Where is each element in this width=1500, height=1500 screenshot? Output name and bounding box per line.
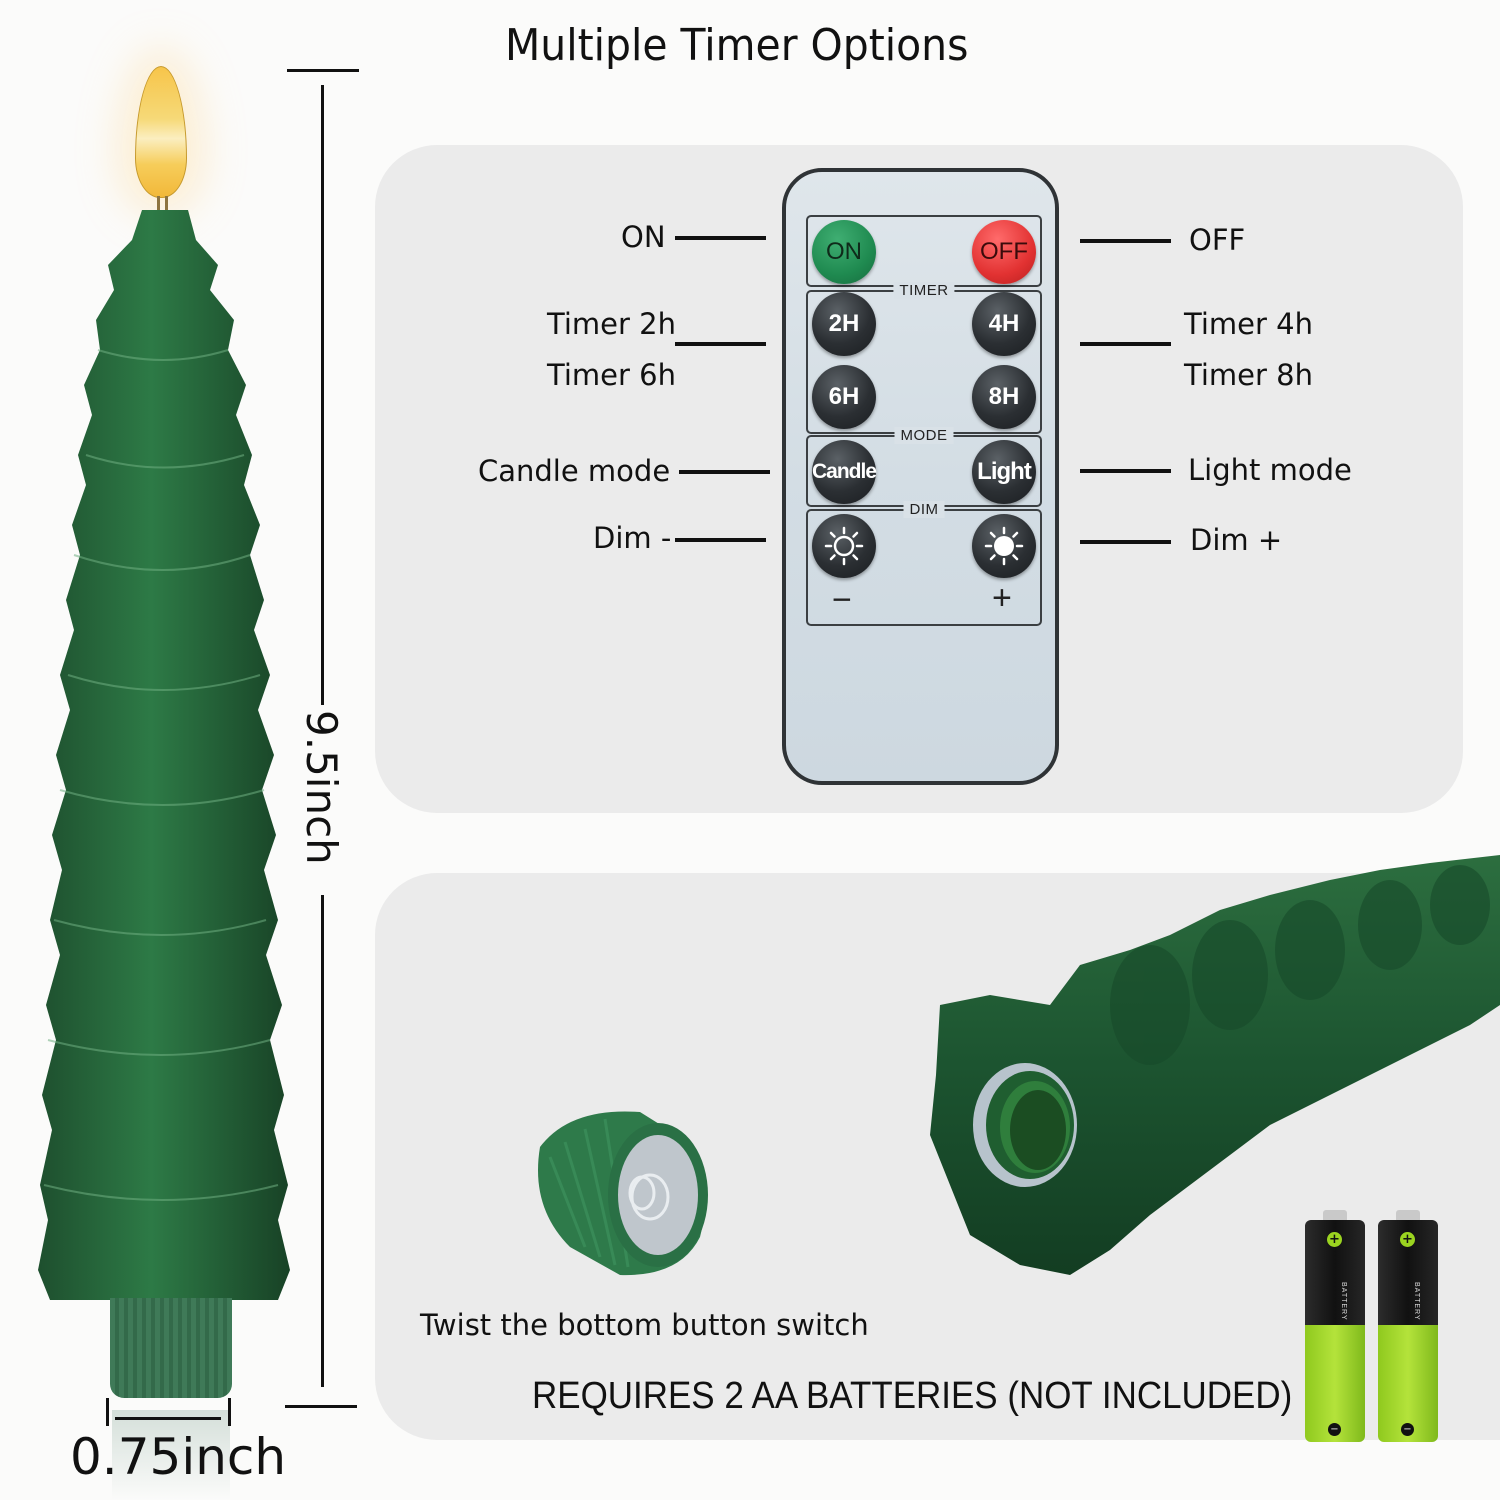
sun-filled-icon [984, 526, 1024, 566]
callout-timer-6h: Timer 6h [547, 358, 676, 392]
dimension-cap [228, 1398, 231, 1426]
leader-line [1080, 540, 1171, 544]
height-label: 9.5inch [297, 710, 346, 865]
dim-plus-button[interactable] [972, 514, 1036, 578]
candle-mode-button[interactable]: Candle [812, 440, 877, 504]
leader-line [675, 538, 766, 542]
aa-battery: + BATTERY − [1305, 1210, 1365, 1442]
callout-dim-minus: Dim - [593, 521, 672, 555]
wick-icon [165, 196, 168, 214]
callout-candle-mode: Candle mode [478, 454, 671, 488]
mode-group: MODE Candle Light [806, 427, 1042, 507]
off-button[interactable]: OFF [972, 220, 1036, 284]
dimension-line [321, 85, 324, 705]
power-group: ON OFF [806, 215, 1042, 287]
battery-brand: BATTERY [1413, 1282, 1420, 1321]
timer-2h-button[interactable]: 2H [812, 292, 876, 356]
battery-requirement: REQUIRES 2 AA BATTERIES (NOT INCLUDED) [532, 1375, 1293, 1417]
tree-candle-body [38, 210, 290, 1300]
callout-light-mode: Light mode [1188, 453, 1352, 487]
dimension-line [115, 1417, 221, 1420]
wick-icon [157, 196, 160, 214]
leader-line [675, 342, 766, 346]
candle-base [110, 1298, 232, 1398]
dim-minus-button[interactable] [812, 514, 876, 578]
timer-8h-button[interactable]: 8H [972, 365, 1036, 429]
callout-on: ON [621, 220, 666, 254]
twist-instruction: Twist the bottom button switch [420, 1308, 869, 1342]
timer-group-label: TIMER [893, 282, 955, 299]
battery-cap [530, 1107, 716, 1277]
dimension-line [321, 895, 324, 1387]
on-button[interactable]: ON [812, 220, 876, 284]
plus-terminal-icon: + [1327, 1232, 1342, 1247]
candle-battery-compartment [930, 855, 1500, 1285]
battery-brand: BATTERY [1340, 1282, 1347, 1321]
callout-timer-8h: Timer 8h [1184, 358, 1313, 392]
flame-icon [135, 66, 187, 198]
leader-line [679, 470, 770, 474]
dimension-bottom-cap [285, 1405, 357, 1408]
leader-line [1080, 239, 1171, 243]
leader-line [1080, 342, 1171, 346]
minus-terminal-icon: − [1401, 1423, 1414, 1436]
minus-icon: − [832, 581, 852, 619]
timer-6h-button[interactable]: 6H [812, 365, 876, 429]
leader-line [675, 236, 766, 240]
remote-control: ON OFF TIMER 2H 4H 6H 8H MODE Candle Lig… [782, 168, 1059, 785]
callout-timer-4h: Timer 4h [1184, 307, 1313, 341]
minus-terminal-icon: − [1328, 1423, 1341, 1436]
dim-group: DIM − [806, 501, 1042, 626]
width-label: 0.75inch [70, 1428, 287, 1486]
light-mode-button[interactable]: Light [972, 440, 1036, 504]
sun-outline-icon [824, 526, 864, 566]
candle-reflection [112, 1410, 230, 1500]
page-title: Multiple Timer Options [505, 20, 969, 71]
dimension-cap [106, 1398, 109, 1426]
dimension-top-cap [287, 69, 359, 72]
callout-timer-2h: Timer 2h [547, 307, 676, 341]
leader-line [1080, 469, 1171, 473]
callout-dim-plus: Dim + [1190, 523, 1283, 557]
plus-icon: + [992, 579, 1012, 617]
dim-group-label: DIM [903, 501, 945, 518]
plus-terminal-icon: + [1400, 1232, 1415, 1247]
aa-battery: + BATTERY − [1378, 1210, 1438, 1442]
timer-group: TIMER 2H 4H 6H 8H [806, 282, 1042, 434]
mode-group-label: MODE [894, 427, 954, 444]
timer-4h-button[interactable]: 4H [972, 292, 1036, 356]
callout-off: OFF [1189, 223, 1246, 257]
